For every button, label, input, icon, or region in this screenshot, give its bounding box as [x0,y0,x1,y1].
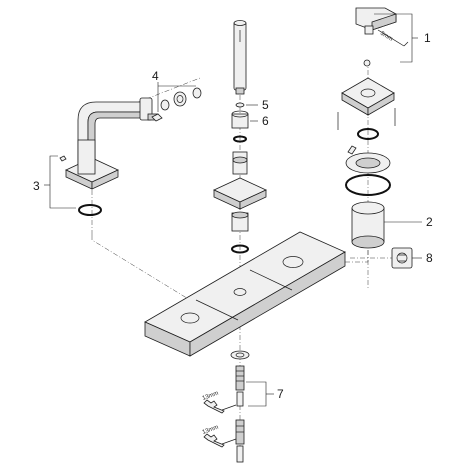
deck-hole-right [282,256,304,268]
spout [59,97,153,190]
aerator-parts [147,87,202,122]
wrench-lower-icon [203,433,237,448]
centre-stack [213,102,267,254]
wrench-upper-size-label: 13mm [202,391,220,402]
hand-shower [233,20,247,95]
hex-key-size-label: 3mm [379,31,393,43]
callout-2: 2 [426,215,433,229]
leader-lines [44,13,422,407]
deck-plate [144,231,346,357]
lower-connectors [230,350,250,463]
mixer-handle [355,7,397,67]
callout-5: 5 [262,98,269,112]
deck-hole-left [180,312,200,324]
callout-3: 3 [33,179,40,193]
wrench-upper-icon [203,399,237,414]
deck-hole-center [233,288,247,296]
callout-1: 1 [424,31,431,45]
mixer-escutcheon [341,77,395,116]
callout-4: 4 [152,69,159,83]
hex-key-icon [377,29,409,47]
mixer-body [337,108,396,249]
wrench-lower-size-label: 13mm [202,425,220,436]
spout-o-ring [78,204,102,216]
callout-8: 8 [426,251,433,265]
callout-7: 7 [277,387,284,401]
valve-cap [391,247,413,269]
callout-6: 6 [262,114,269,128]
